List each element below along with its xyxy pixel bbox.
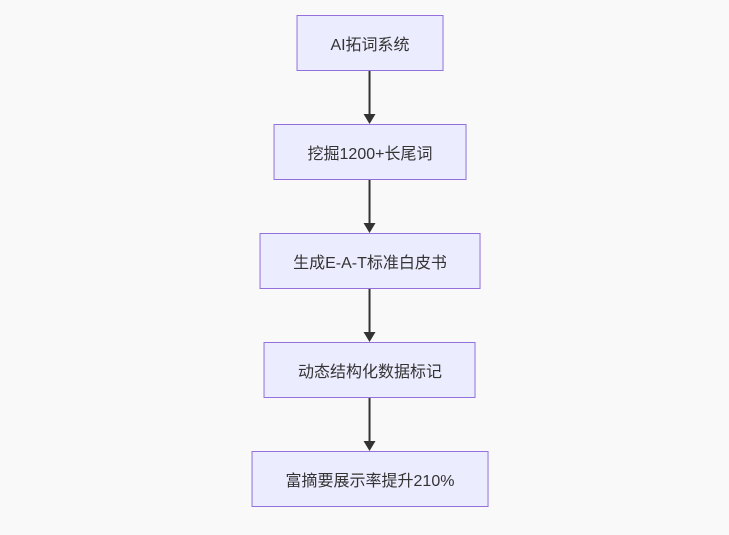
flowchart: AI拓词系统 挖掘1200+长尾词 生成E-A-T标准白皮书 动态结构化数据标记… xyxy=(251,15,489,507)
arrow-edge-2 xyxy=(362,180,378,233)
arrow-edge-3 xyxy=(362,289,378,342)
flowchart-node-ai-keyword-system: AI拓词系统 xyxy=(296,15,444,71)
arrowhead-down-icon xyxy=(364,332,376,342)
arrowhead-down-icon xyxy=(364,223,376,233)
arrowhead-down-icon xyxy=(364,114,376,124)
flowchart-node-structured-data-markup: 动态结构化数据标记 xyxy=(263,342,476,398)
flowchart-node-rich-snippet-rate: 富摘要展示率提升210% xyxy=(251,451,489,507)
arrow-line xyxy=(369,180,371,230)
arrowhead-down-icon xyxy=(364,441,376,451)
flowchart-node-eat-whitepaper: 生成E-A-T标准白皮书 xyxy=(259,233,481,289)
arrow-line xyxy=(369,71,371,121)
arrow-edge-1 xyxy=(362,71,378,124)
arrow-line xyxy=(369,398,371,448)
flowchart-node-longtail-keywords: 挖掘1200+长尾词 xyxy=(273,124,467,180)
arrow-edge-4 xyxy=(362,398,378,451)
arrow-line xyxy=(369,289,371,339)
